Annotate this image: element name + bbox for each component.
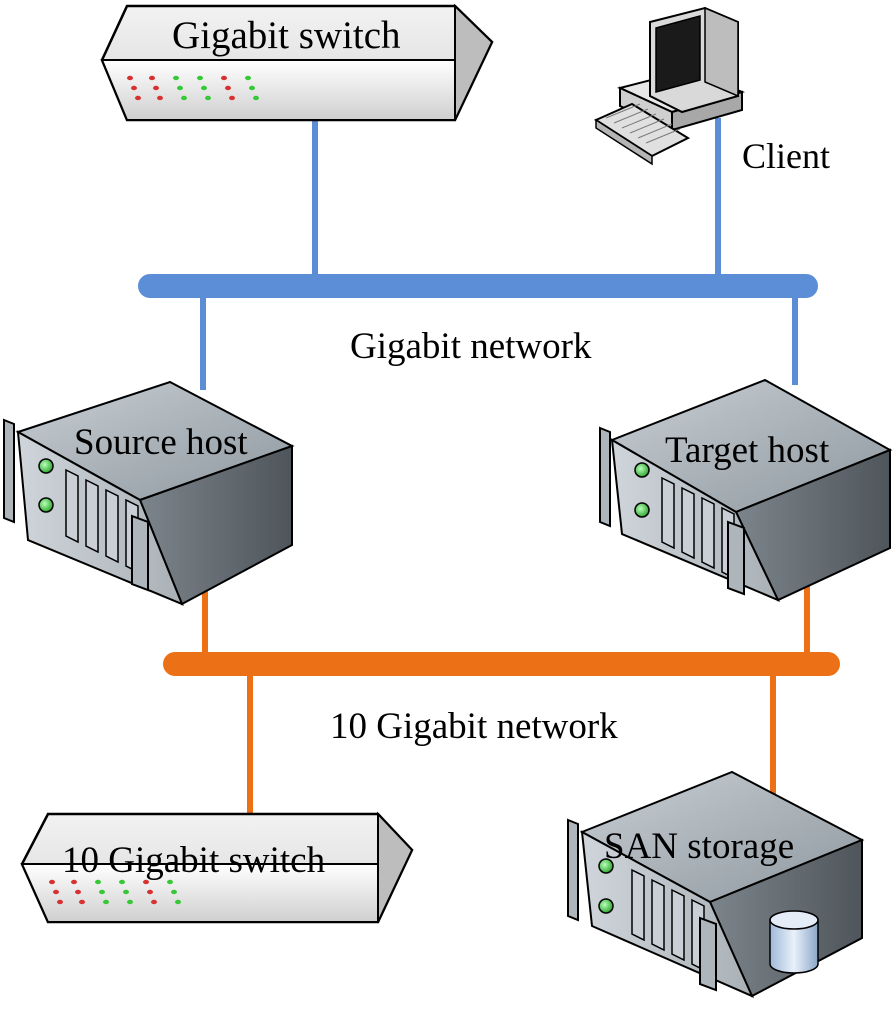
power-led bbox=[634, 462, 650, 478]
drive-bays bbox=[661, 476, 735, 580]
status-leds bbox=[49, 879, 181, 905]
client-label: Client bbox=[742, 136, 830, 176]
source-host-label: Source host bbox=[74, 422, 248, 463]
power-led bbox=[598, 858, 614, 874]
gigabit-switch-label: Gigabit switch bbox=[172, 14, 401, 57]
target-host-label: Target host bbox=[665, 430, 830, 471]
rack-server-icon bbox=[599, 378, 893, 602]
rack-server-icon bbox=[567, 770, 865, 998]
storage-cylinder-icon bbox=[769, 910, 819, 974]
desktop-computer-icon bbox=[593, 6, 745, 166]
activity-led bbox=[38, 497, 54, 513]
ten-gigabit-network-label: 10 Gigabit network bbox=[330, 706, 618, 747]
activity-led bbox=[634, 502, 650, 518]
status-leds bbox=[127, 75, 259, 101]
rack-server-icon bbox=[3, 380, 295, 606]
gigabit-links bbox=[138, 118, 818, 390]
activity-led bbox=[598, 898, 614, 914]
network-switch-icon bbox=[20, 811, 414, 924]
gigabit-network-label: Gigabit network bbox=[350, 326, 592, 367]
power-led bbox=[38, 458, 54, 474]
network-switch-icon bbox=[100, 3, 494, 122]
ten-gigabit-switch-label: 10 Gigabit switch bbox=[62, 840, 326, 881]
san-storage-label: SAN storage bbox=[604, 826, 795, 867]
